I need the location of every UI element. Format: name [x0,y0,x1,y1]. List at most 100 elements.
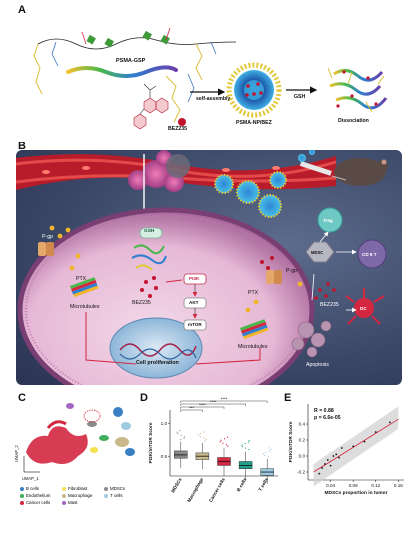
box-outlier [180,439,182,441]
umap-endothelium-cluster [99,435,109,441]
legend-swatch [20,500,24,505]
box-outlier [179,430,181,432]
box-outlier [204,440,206,442]
sig-label: **** [221,396,228,401]
tumor-cluster-icon [128,150,190,192]
self-assembly-label: self-assembly [196,96,231,102]
box-outlier [241,445,243,448]
legend-item: T cells [104,493,123,498]
box-outlier [268,447,270,449]
legend-swatch [62,493,66,498]
cell-proliferation-label: Cell proliferation [136,360,179,366]
legend-label: Macrophage [68,493,93,498]
umap-plot [23,403,135,473]
legend-swatch [104,493,108,498]
scatter-y-tick-label: 0.4 [299,422,306,427]
scatter-point [352,445,355,448]
mtor-box [183,319,207,331]
box-outlier [265,451,267,453]
box-outlier [223,438,226,440]
legend-label: T cells [110,493,123,498]
treg-cell-icon [317,207,343,233]
box-outlier [225,444,228,446]
microtubules-left-label: Microtubules [70,304,100,310]
box-outlier [205,438,207,441]
panel-b-letter: B [18,140,26,152]
legend-item: Macrophage [62,493,92,498]
legend-label: Cancer cells [26,500,51,505]
scatter-y-tick-label: -0.2 [297,470,305,475]
panel-e-letter: E [284,392,292,404]
box-outlier [183,436,185,438]
umap-mast-cluster [66,403,74,409]
pgp-pump-icon [38,242,54,256]
legend-item: Endothelium [20,493,50,498]
box-outlier [264,454,266,456]
scatter-x-tick-label: 0.04 [326,483,335,488]
box-outlier [226,436,229,438]
legend-swatch [104,486,108,491]
box-outlier [244,447,247,449]
sig-label: *** [189,405,194,410]
ptx-right-label: PTX [248,290,259,296]
drug-dot-icon [178,118,186,126]
box-category-label: MDSCs [170,477,183,494]
sig-bracket [180,409,203,412]
box-outlier [199,432,201,435]
scatter-point [326,459,329,461]
mdsc-cell-icon [305,241,335,263]
bez235-right-label: BEZ235 [320,302,339,308]
dissociation-label: Dissociation [338,118,369,124]
umap-bcell-cluster [113,407,123,417]
box-outlier [219,441,221,443]
panel-d-letter: D [140,392,148,404]
box-y-tick-label: 1.0 [161,421,168,426]
polymer-chain-icon [33,27,237,95]
box-y-label: PI3K/mTOR Score [148,422,154,463]
drug-dots-icon [314,282,336,300]
bez235-inside-label: BEZ235 [132,300,151,306]
nucleus-icon [109,317,203,379]
treg-label: Treg [323,218,333,223]
nanoparticle-icon [226,62,282,118]
scatter-point [340,447,343,449]
box-outlier [248,439,250,442]
scatter-r-annotation: R = 0.88 [314,408,334,414]
sig-bracket [180,403,246,406]
umap-cancer-cluster [26,420,88,464]
wavy-polymer-icon [66,65,178,78]
scatter-p-annotation: p = 6.6e-05 [314,415,341,421]
umap-y-label: UMAP_2 [14,445,19,462]
dc-cell-icon [345,288,385,325]
cd8-cell-icon [357,239,387,269]
box-category-label: T cells [258,477,270,492]
legend-label: B cells [26,486,39,491]
pgp-right-label: P-gp [286,268,297,274]
confidence-band [313,406,399,487]
scatter-y-label: PI3K/mTOR Score [288,421,294,462]
gsh-capsule [139,227,163,239]
highlight-circle [83,409,101,423]
umap-x-label: UMAP_1 [22,476,39,481]
scatter-x-tick-label: 0.08 [349,483,358,488]
scatter-y-tick-label: 0.2 [299,438,306,443]
box-outlier [248,448,250,451]
box-outlier [270,448,272,450]
dc-label: DC [360,306,367,311]
microtubules-icon [240,319,269,340]
box-outlier [183,437,185,439]
box-outlier [262,453,264,455]
apoptosis-icon [291,320,332,358]
bez235-molecule-icon [133,83,169,130]
scatter-x-tick-label: 0.16 [394,483,403,488]
panel-a-letter: A [18,4,26,16]
ptx-left-label: PTX [76,276,87,282]
panel-a-schematic [33,27,388,130]
panel-c-letter: C [18,392,26,404]
legend-label: Endothelium [26,493,51,498]
syringe-icon [298,150,347,181]
scatter-point [388,421,391,424]
box-category-label: B cells [236,477,248,493]
